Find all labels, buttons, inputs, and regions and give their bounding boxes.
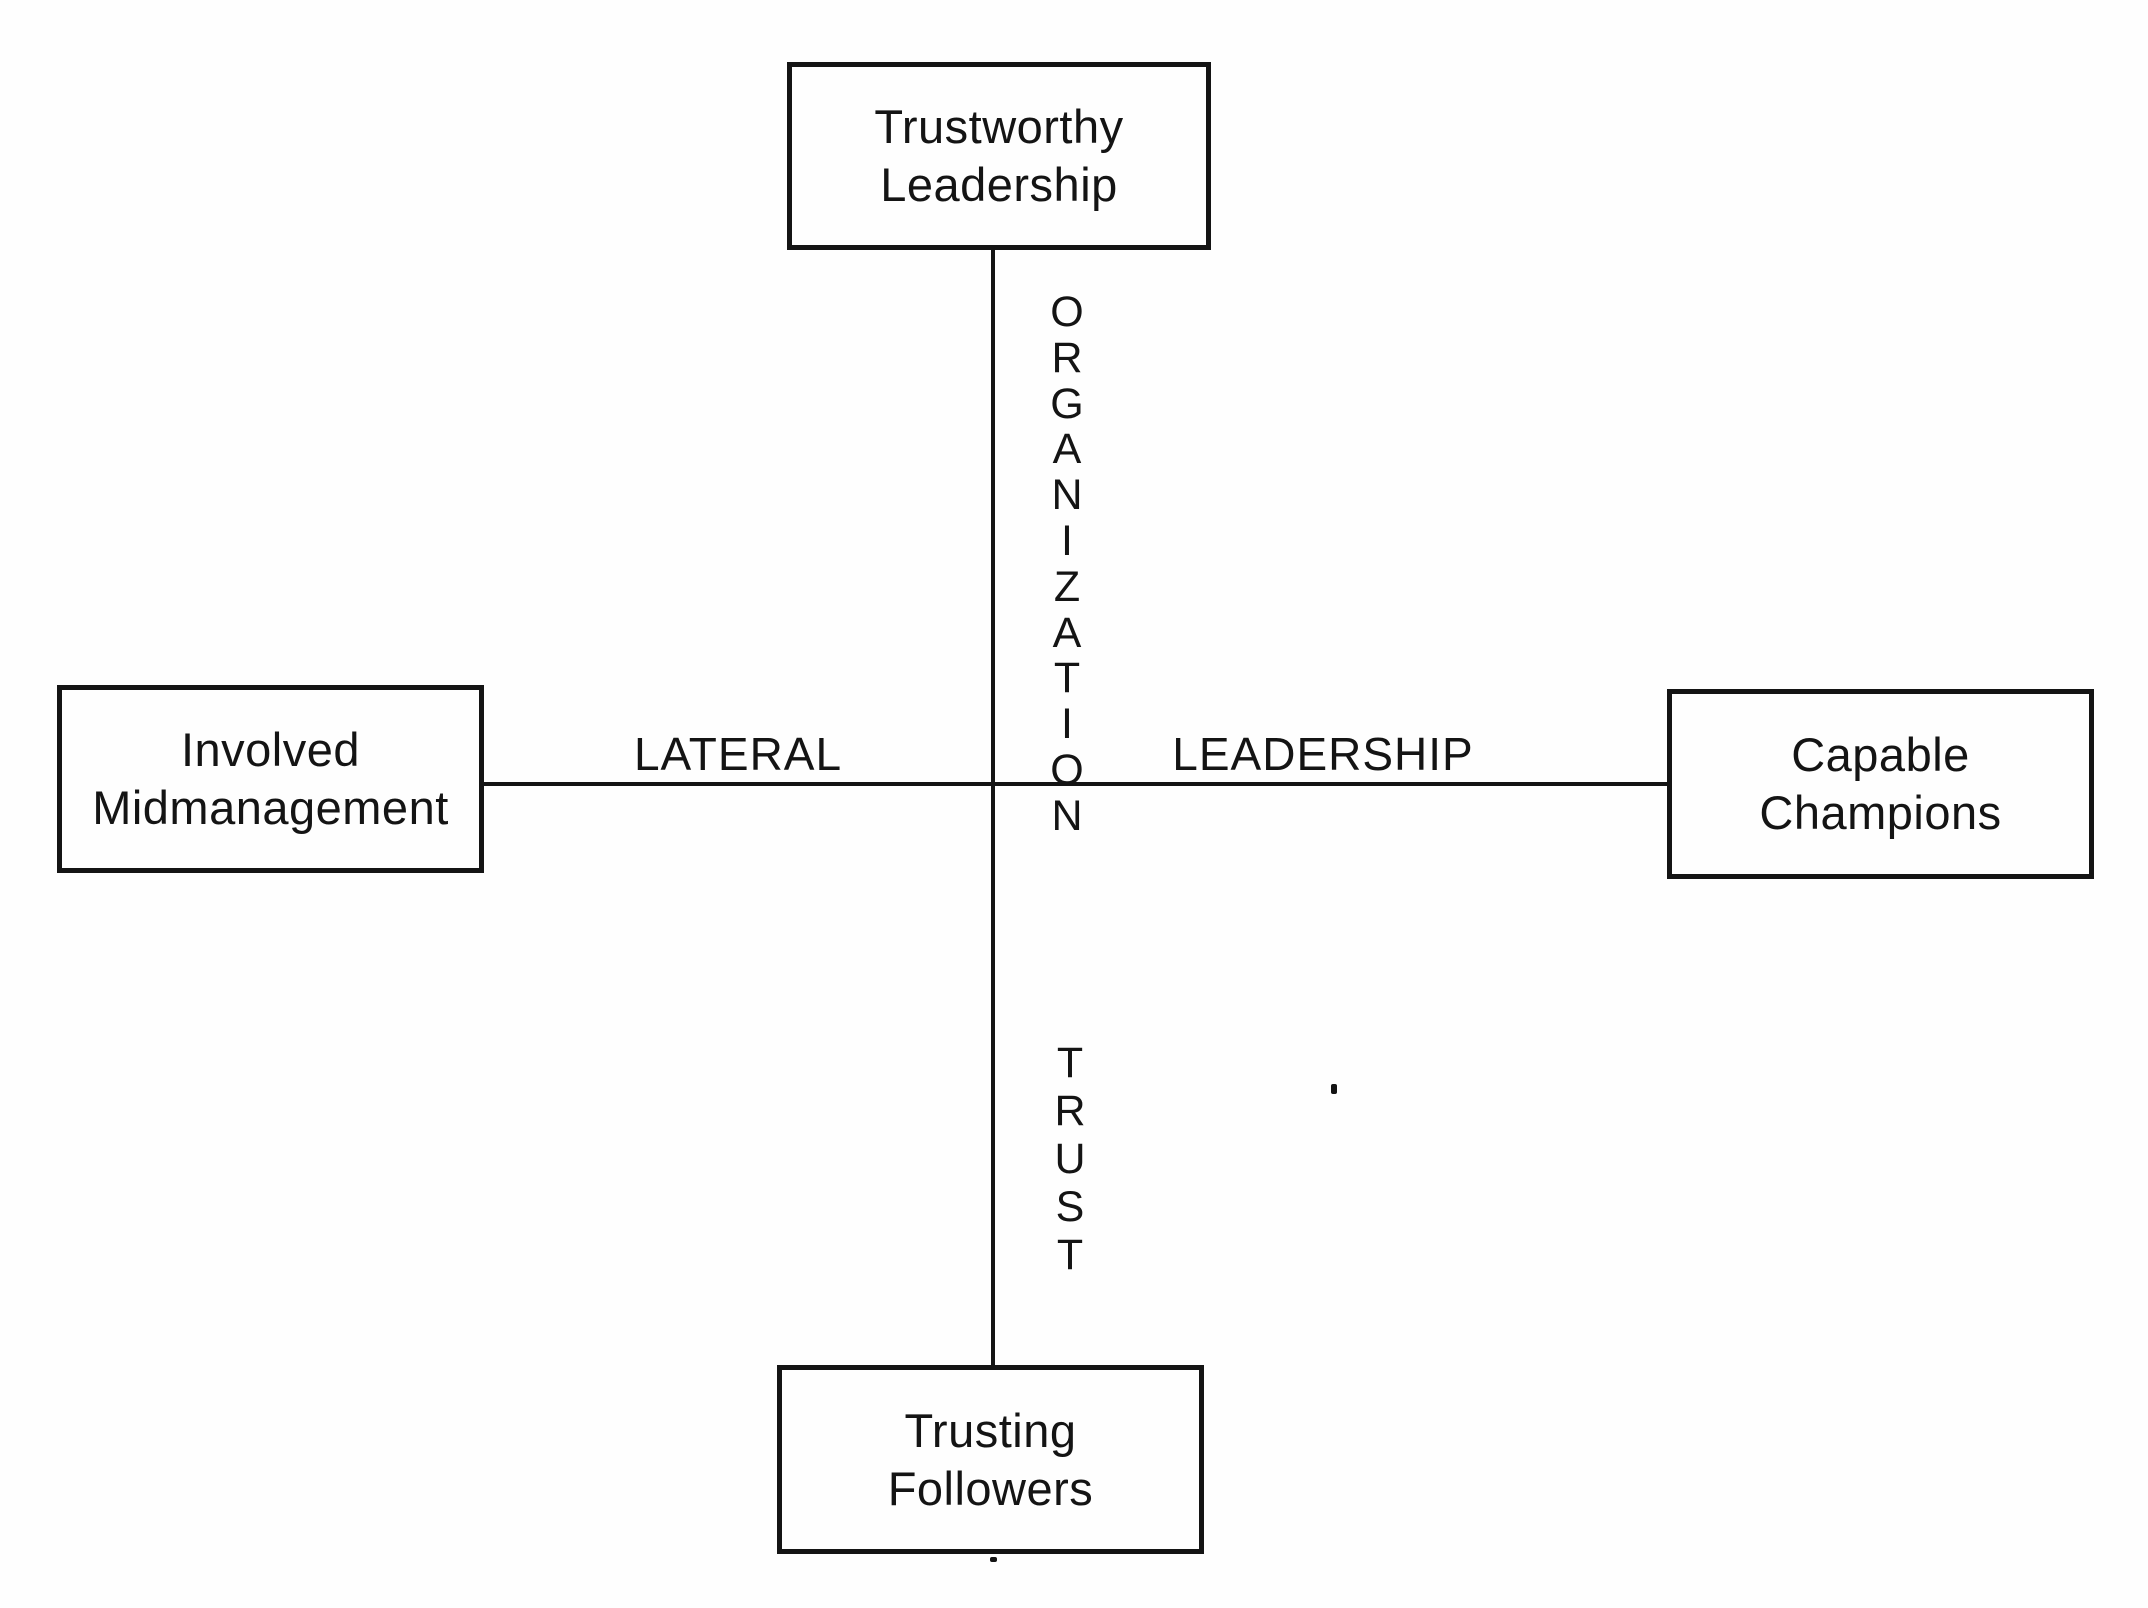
node-involved-midmanagement: Involved Midmanagement (57, 685, 484, 873)
node-label-line: Leadership (880, 158, 1118, 211)
node-label-line: Followers (887, 1461, 1094, 1515)
node-label-line: Trustworthy (874, 100, 1124, 153)
ink-speck (1331, 1084, 1337, 1094)
node-capable-champions: Capable Champions (1667, 689, 2094, 879)
node-label-line: Midmanagement (92, 781, 449, 834)
node-label-line: Capable (1791, 728, 1970, 781)
node-label-line: Involved (180, 723, 361, 776)
vertical-axis-line (991, 249, 995, 1366)
node-label-line: Trusting (904, 1403, 1077, 1457)
node-trusting-followers: Trusting Followers (777, 1365, 1204, 1554)
axis-label-leadership: LEADERSHIP (1172, 728, 1474, 780)
ink-speck (990, 1557, 997, 1562)
axis-label-lateral: LATERAL (633, 728, 843, 780)
node-label-line: Champions (1759, 786, 2002, 839)
node-trustworthy-leadership: Trustworthy Leadership (787, 62, 1211, 250)
horizontal-axis-line (484, 782, 1667, 786)
